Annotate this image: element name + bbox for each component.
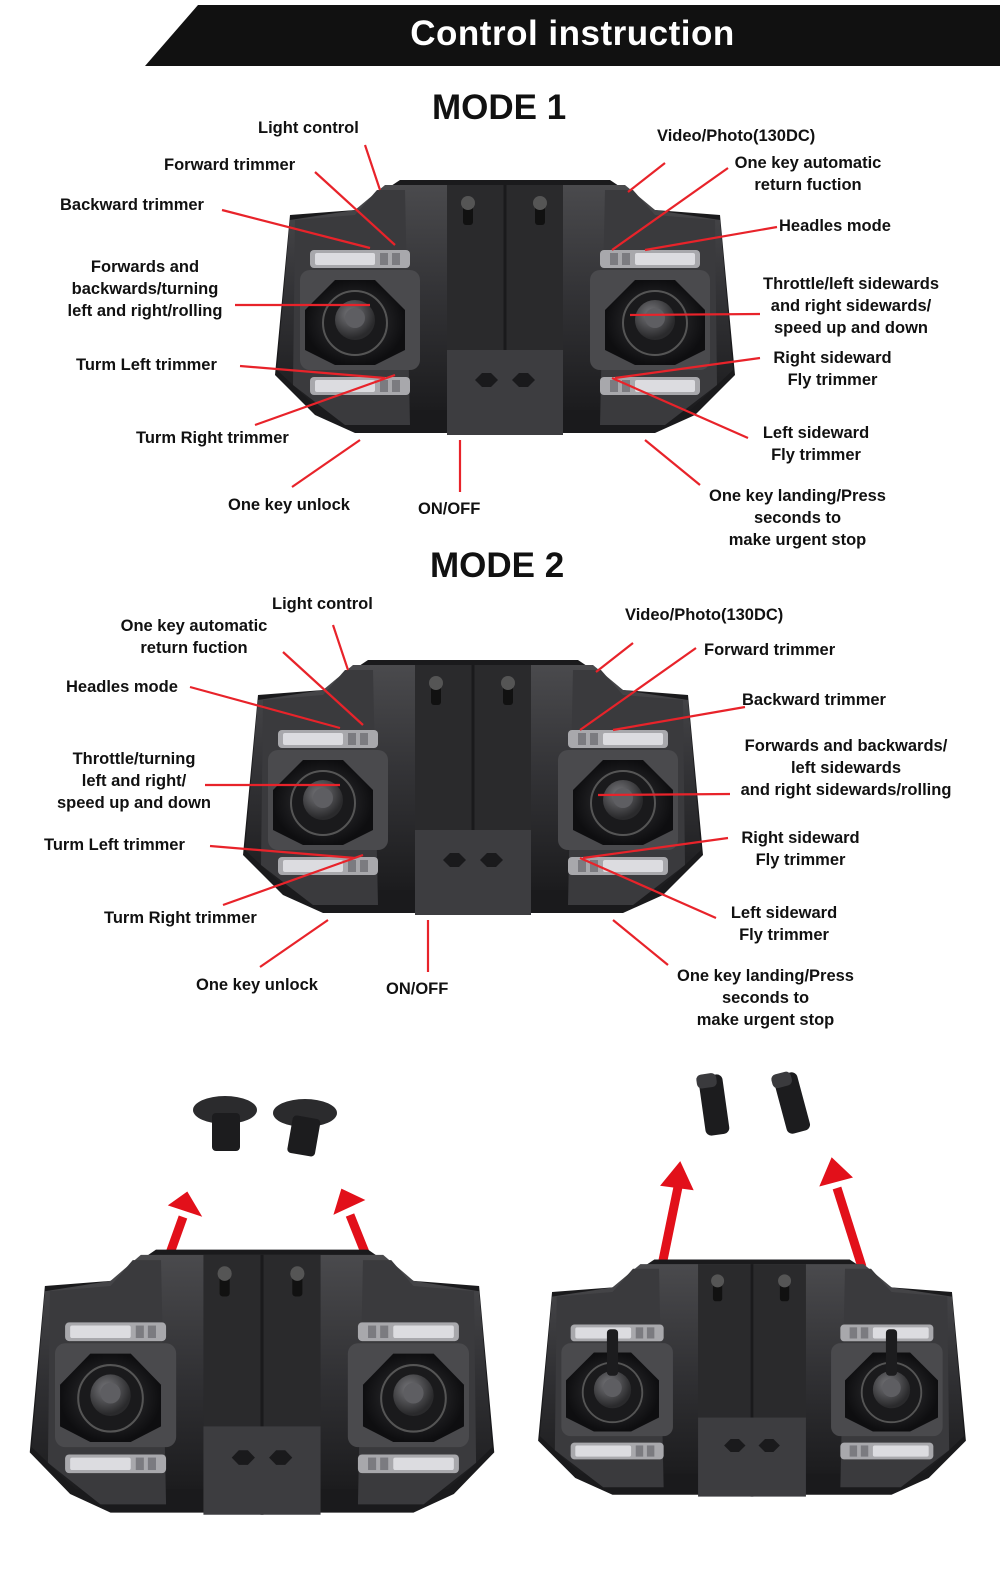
stick-replacement-photos xyxy=(0,1055,1000,1569)
stick-replacement-illustration xyxy=(28,1071,968,1517)
mode2-controller-diagram xyxy=(189,624,746,972)
mode2-callout-lines xyxy=(189,624,746,972)
label-turn-right-trimmer: Turm Right trimmer xyxy=(104,909,257,927)
mode2-photo-controller xyxy=(536,1258,968,1498)
mode2-title: MODE 2 xyxy=(430,546,565,585)
label-turn-left-trimmer: Turm Left trimmer xyxy=(76,356,217,374)
label-backward-trimmer: Backward trimmer xyxy=(60,196,204,214)
label-turn-right-trimmer: Turm Right trimmer xyxy=(136,429,289,447)
banner-background xyxy=(145,5,1000,66)
mushroom-stick-caps xyxy=(193,1096,337,1157)
label-light-control: Light control xyxy=(272,595,373,613)
mode1-controller-image xyxy=(273,178,737,437)
mode2-controller-image xyxy=(241,658,705,917)
mode1-photo-controller xyxy=(28,1248,496,1517)
label-headless-mode: Headles mode xyxy=(66,678,178,696)
header-banner: Control instruction xyxy=(0,0,1000,70)
label-forward-trimmer: Forward trimmer xyxy=(164,156,296,174)
label-video-photo: Video/Photo(130DC) xyxy=(625,606,784,624)
mode1-panel: Light control Forward trimmer Backward t… xyxy=(0,0,1000,560)
label-forward-trimmer: Forward trimmer xyxy=(704,641,836,659)
tall-stick-caps xyxy=(696,1071,811,1136)
label-on-off: ON/OFF xyxy=(418,500,481,518)
label-headless-mode: Headles mode xyxy=(779,217,891,235)
label-backward-trimmer: Backward trimmer xyxy=(742,691,886,709)
mode1-title: MODE 1 xyxy=(432,88,567,127)
label-one-key-unlock: One key unlock xyxy=(196,976,318,994)
label-video-photo: Video/Photo(130DC) xyxy=(657,127,816,145)
label-on-off: ON/OFF xyxy=(386,980,449,998)
mode1-callout-lines xyxy=(221,144,778,492)
label-turn-left-trimmer: Turm Left trimmer xyxy=(44,836,185,854)
mode1-controller-diagram xyxy=(221,144,778,492)
label-light-control: Light control xyxy=(258,119,359,137)
label-one-key-unlock: One key unlock xyxy=(228,496,350,514)
page-title: Control instruction xyxy=(410,14,735,53)
